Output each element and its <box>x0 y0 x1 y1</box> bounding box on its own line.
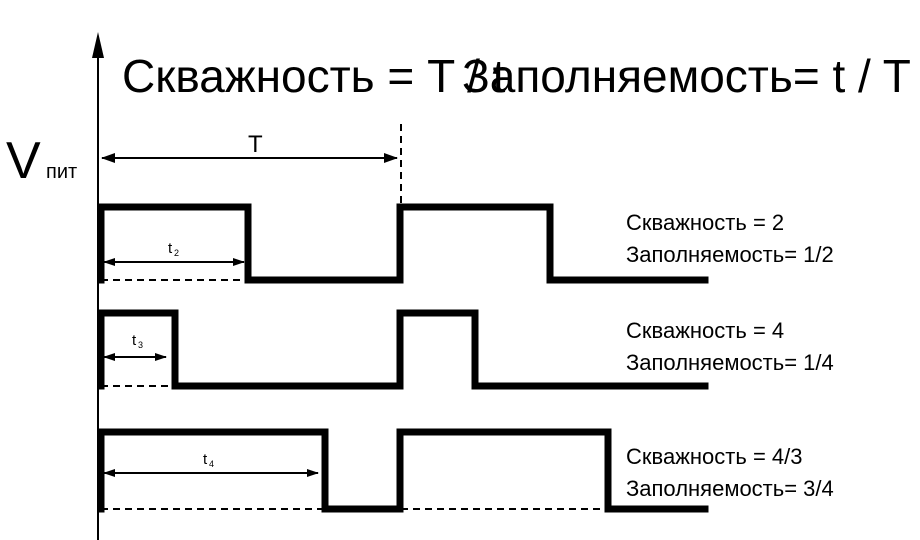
waveform-1: t 2 Скважность = 2 Заполняемость= 1/2 <box>97 203 834 284</box>
title-fill-formula: Заполняемость= t / T <box>462 50 911 102</box>
voltage-axis-arrowhead <box>92 32 104 58</box>
duty-label-2: Скважность = 4 <box>626 318 784 343</box>
voltage-label-subscript: пит <box>46 161 77 183</box>
title-duty-formula: Скважность = T / t <box>122 50 506 102</box>
period-label: T <box>248 131 263 158</box>
pulse-width-subscript-2: 3 <box>138 340 143 350</box>
pulse-width-label-3: t <box>203 451 208 468</box>
pulse-width-label-1: t <box>168 240 173 257</box>
waveform-3: t 4 Скважность = 4/3 Заполняемость= 3/4 <box>97 428 834 513</box>
fill-label-1: Заполняемость= 1/2 <box>626 242 834 267</box>
voltage-label: V <box>6 132 41 190</box>
pulse-train-1 <box>97 203 709 284</box>
duty-label-3: Скважность = 4/3 <box>626 444 802 469</box>
fill-label-3: Заполняемость= 3/4 <box>626 476 834 501</box>
duty-label-1: Скважность = 2 <box>626 210 784 235</box>
pulse-width-subscript-3: 4 <box>209 459 214 469</box>
fill-label-2: Заполняемость= 1/4 <box>626 350 834 375</box>
pulse-train-2 <box>97 309 709 390</box>
pulse-train-3 <box>97 428 709 513</box>
pulse-width-subscript-1: 2 <box>174 248 179 258</box>
waveform-2: t 3 Скважность = 4 Заполняемость= 1/4 <box>97 309 834 390</box>
pulse-width-label-2: t <box>132 332 137 349</box>
